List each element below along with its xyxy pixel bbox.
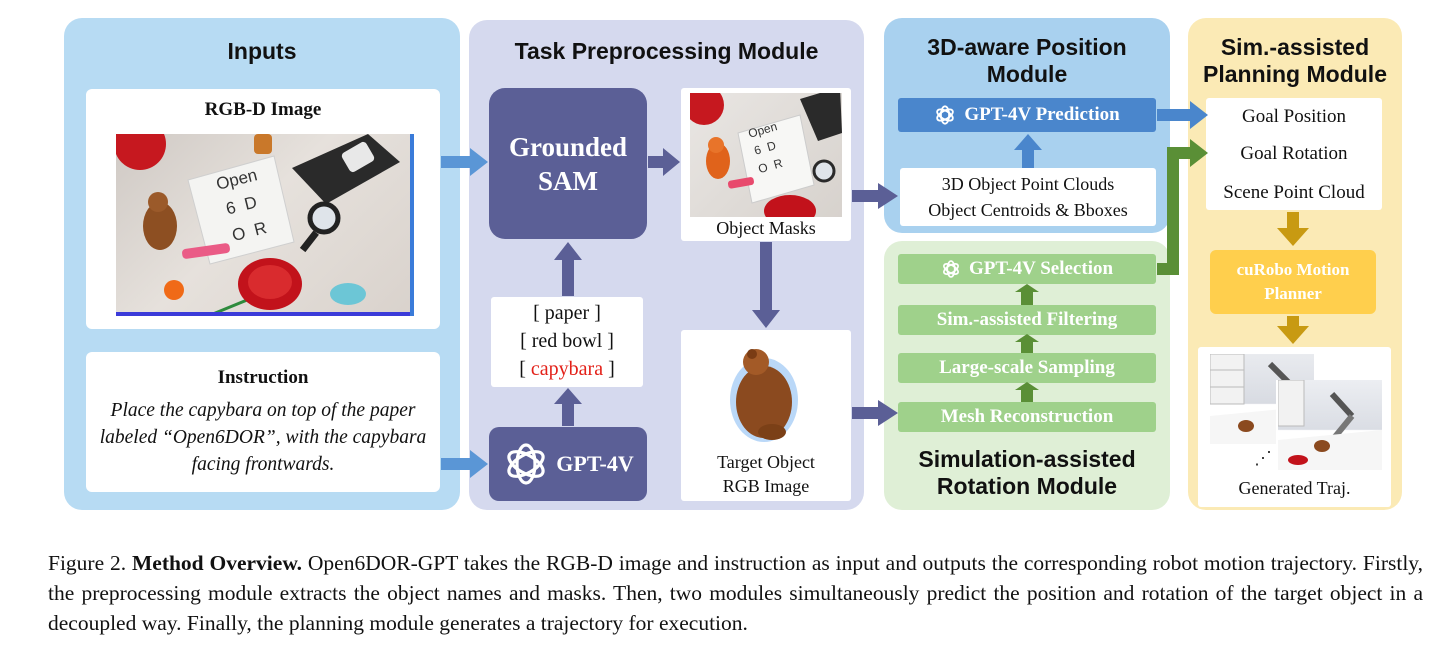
capybara-highlight: capybara [530, 358, 604, 380]
object-masks-label: Object Masks [716, 218, 816, 238]
rotation-title: Simulation-assisted Rotation Module [918, 446, 1136, 499]
mesh-label: Mesh Reconstruction [940, 406, 1114, 427]
caption-bold: Method Overview. [131, 551, 303, 575]
centroids-label: Object Centroids & Bboxes [928, 200, 1128, 220]
gpt4v-prediction-label: GPT-4V Prediction [964, 104, 1120, 125]
object-names-card [491, 297, 643, 387]
caption-text: Open6DOR-GPT takes the RGB-D image and i… [48, 551, 1424, 635]
filtering-bar: Sim.-assisted Filtering [898, 305, 1156, 335]
sampling-label: Large-scale Sampling [939, 357, 1115, 378]
curobo-label: cuRobo Motion Planner [1236, 260, 1350, 303]
scene-cloud-label: Scene Point Cloud [1223, 182, 1365, 203]
goal-rotation-label: Goal Rotation [1240, 143, 1348, 164]
traj-ellipsis: ⋰ [1254, 448, 1272, 468]
preprocess-title: Task Preprocessing Module [514, 38, 819, 64]
mesh-bar: Mesh Reconstruction [898, 402, 1156, 432]
instruction-text: Place the capybara on top of the paper l… [99, 400, 427, 475]
instruction-card [86, 352, 440, 492]
traj-frame-2 [1276, 380, 1382, 470]
figure-caption: Figure 2. Method Overview. Open6DOR-GPT … [48, 548, 1423, 638]
gpt4v-prediction-bar: GPT-4V Prediction [898, 98, 1156, 132]
rgbd-photo: Open 6 D O R [116, 134, 414, 316]
filtering-label: Sim.-assisted Filtering [936, 309, 1118, 330]
goals-card [1206, 98, 1382, 210]
traj-label: Generated Traj. [1238, 478, 1351, 498]
point-cloud-card [900, 168, 1156, 226]
point-clouds-label: 3D Object Point Clouds [941, 174, 1115, 194]
position-title: 3D-aware Position Module [927, 34, 1127, 87]
object-name-red-bowl: [ red bowl ] [520, 330, 614, 352]
rgbd-label: RGB-D Image [204, 99, 322, 120]
inputs-title: Inputs [227, 38, 297, 64]
target-object-label: Target Object RGB Image [717, 452, 815, 496]
object-name-paper: [ paper ] [533, 302, 601, 324]
curobo-block: cuRobo Motion Planner [1210, 250, 1376, 314]
object-name-capybara: [ capybara ] [519, 358, 615, 380]
openai-logo-icon [943, 260, 959, 278]
instruction-title: Instruction [217, 367, 309, 388]
target-object-image [722, 340, 812, 444]
grounded-sam-label: Grounded SAM [508, 131, 628, 196]
openai-logo-icon [936, 105, 955, 125]
openai-logo-icon [507, 443, 545, 485]
gpt4v-block: GPT-4V [489, 427, 647, 501]
gpt4v-label: GPT-4V [556, 451, 634, 476]
planning-title: Sim.-assisted Planning Module [1203, 34, 1387, 87]
object-masks-image: Open 6 D O R [690, 93, 842, 217]
goal-position-label: Goal Position [1242, 106, 1346, 127]
gpt4v-selection-label: GPT-4V Selection [968, 258, 1114, 279]
caption-label: Figure 2. [48, 551, 127, 575]
grounded-sam-block: Grounded SAM [489, 88, 647, 239]
gpt4v-selection-bar: GPT-4V Selection [898, 254, 1156, 284]
sampling-bar: Large-scale Sampling [898, 353, 1156, 383]
